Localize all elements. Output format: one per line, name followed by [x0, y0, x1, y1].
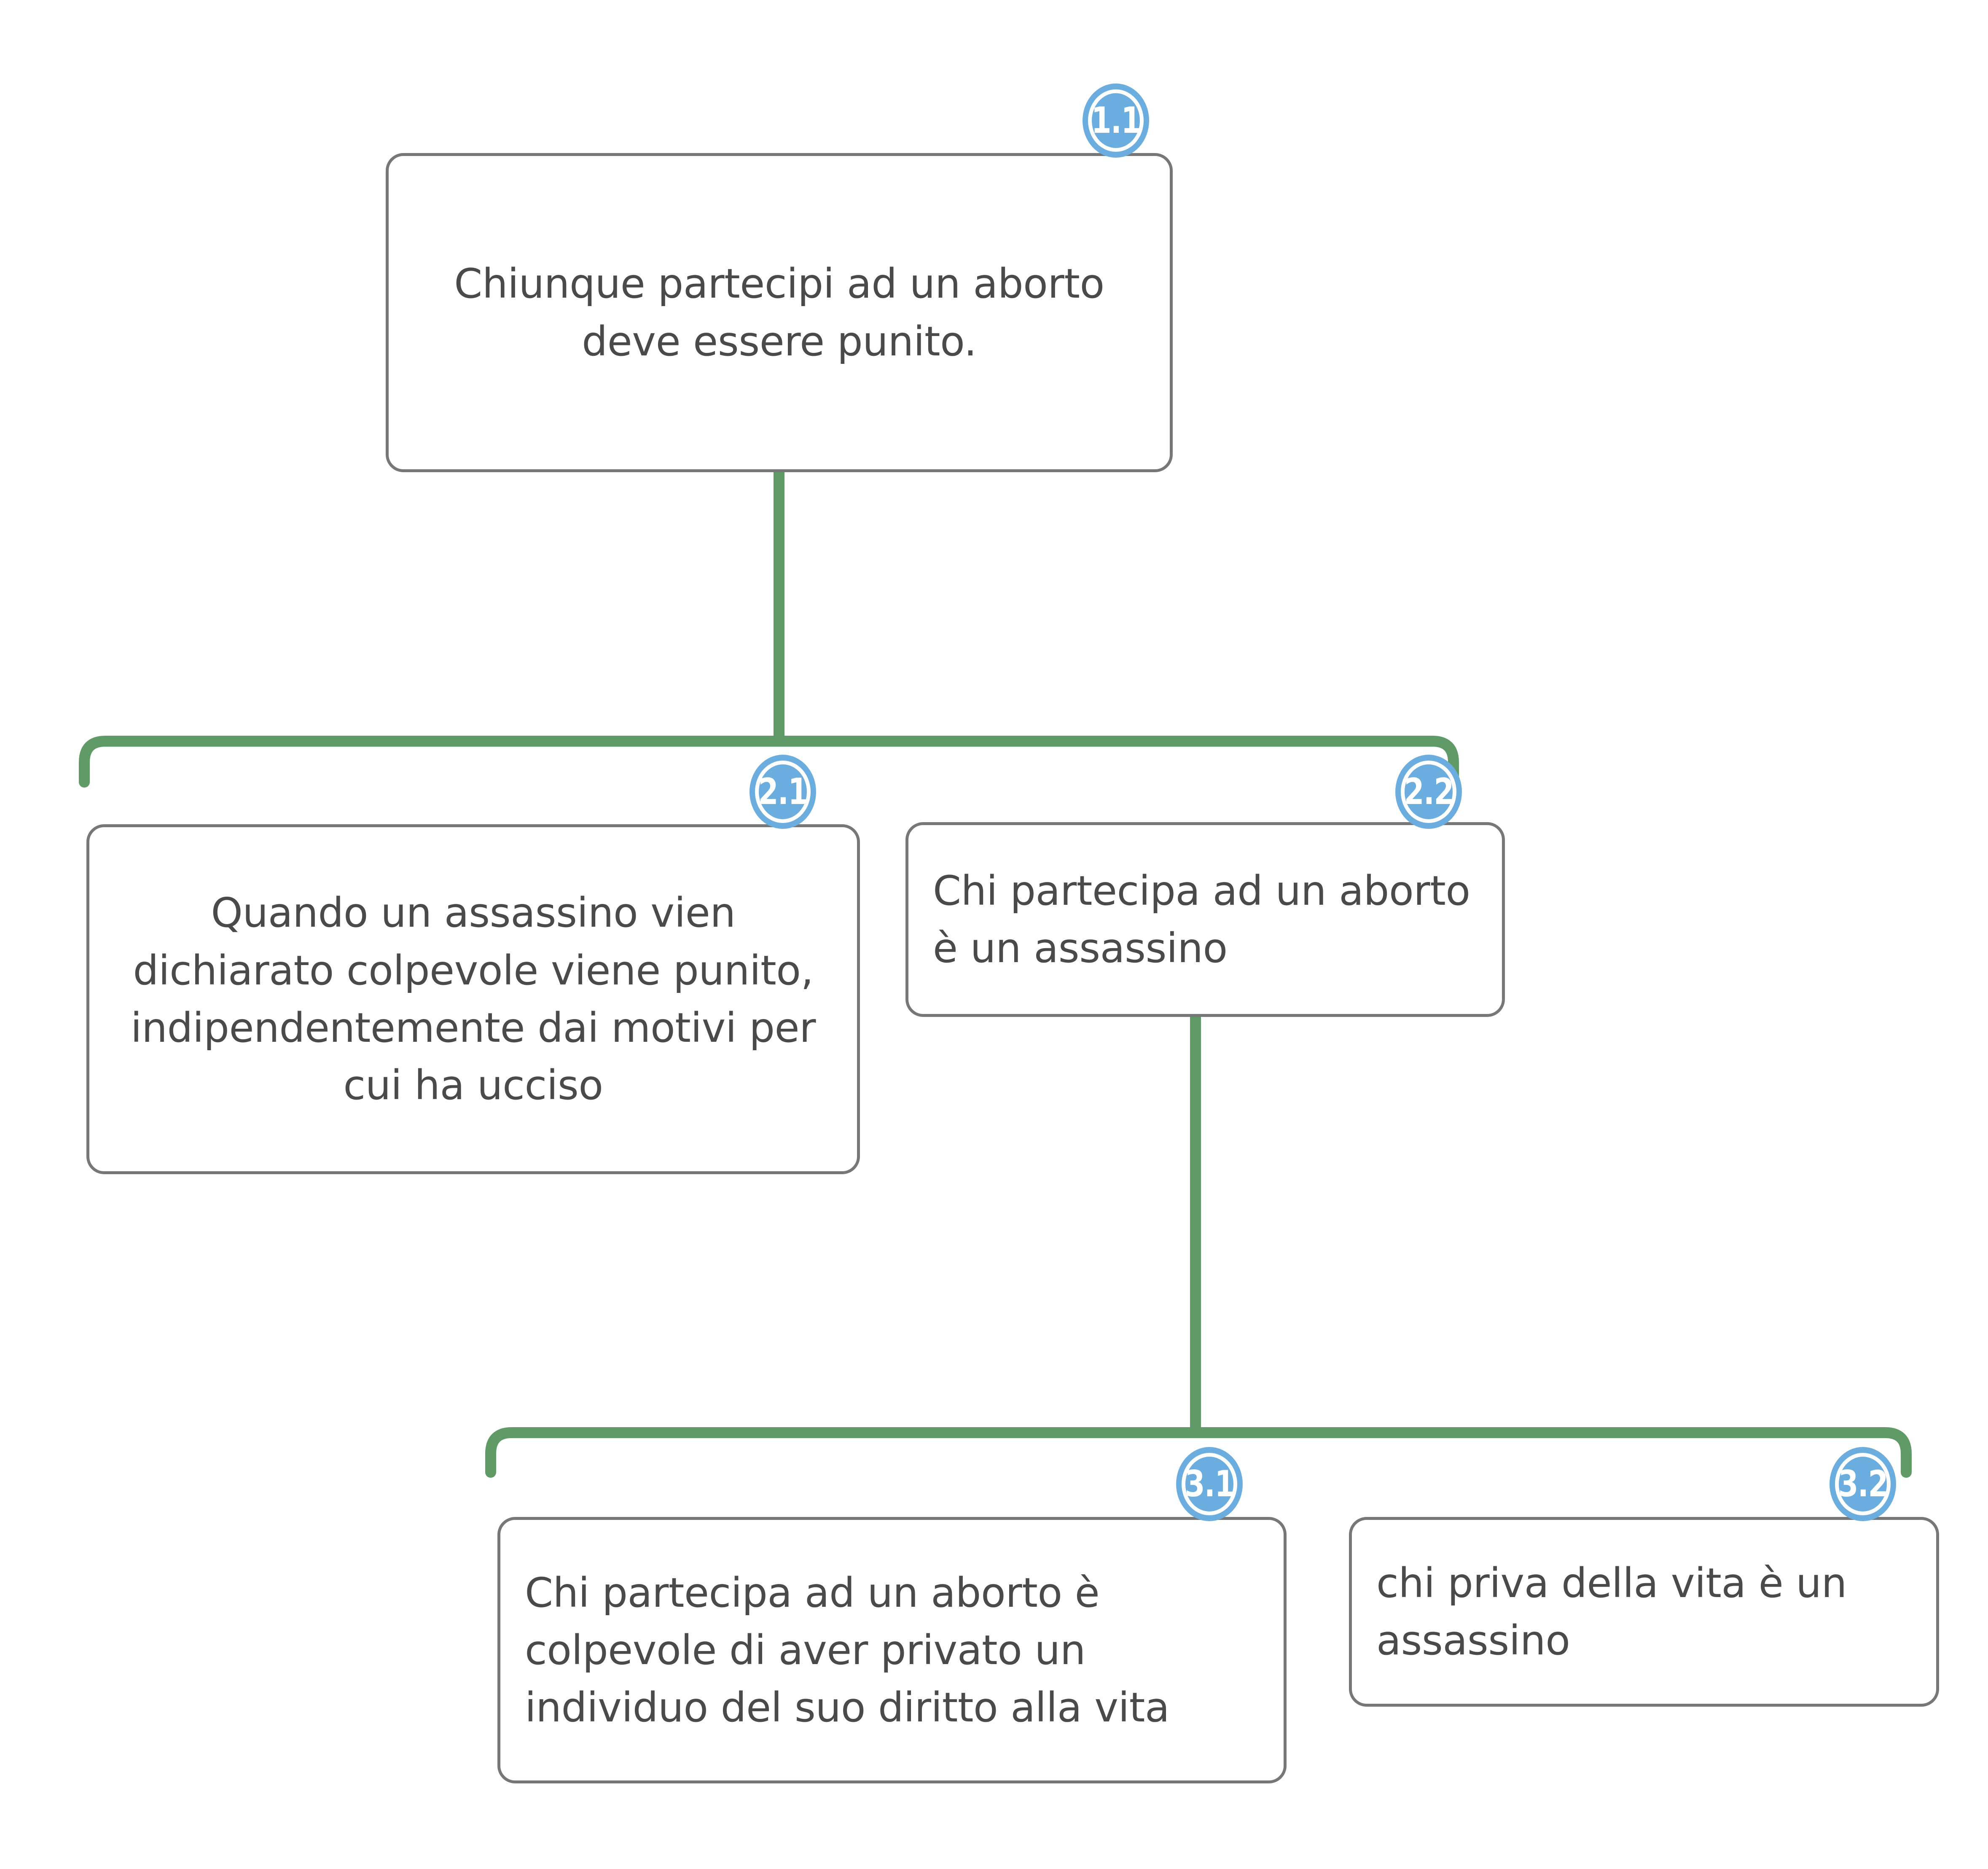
node-1-1[interactable]: Chiunque partecipi ad un aborto deve ess…: [386, 153, 1173, 472]
node-2-1[interactable]: Quando un assassino vien dichiarato colp…: [86, 824, 860, 1174]
badge-3-2-label: 3.2: [1838, 1463, 1888, 1505]
node-3-1-text: Chi partecipa ad un aborto è colpevole d…: [525, 1569, 1170, 1732]
node-2-1-text: Quando un assassino vien dichiarato colp…: [130, 889, 816, 1109]
node-3-1[interactable]: Chi partecipa ad un aborto è colpevole d…: [497, 1517, 1287, 1783]
badge-2-2-label: 2.2: [1404, 771, 1454, 813]
badge-2-1-label: 2.1: [758, 771, 808, 813]
badge-3-1-label: 3.1: [1185, 1463, 1235, 1505]
badge-1-1[interactable]: 1.1: [1083, 83, 1149, 158]
node-2-2[interactable]: Chi partecipa ad un aborto è un assassin…: [905, 822, 1505, 1017]
badge-2-2[interactable]: 2.2: [1395, 755, 1462, 829]
badge-3-1[interactable]: 3.1: [1176, 1447, 1243, 1521]
badge-3-2[interactable]: 3.2: [1829, 1447, 1896, 1521]
node-3-2[interactable]: chi priva della vita è un assassino: [1349, 1517, 1939, 1707]
node-1-1-text: Chiunque partecipi ad un aborto deve ess…: [454, 260, 1104, 365]
badge-1-1-label: 1.1: [1091, 100, 1141, 142]
node-3-2-text: chi priva della vita è un assassino: [1376, 1559, 1847, 1664]
node-2-2-text: Chi partecipa ad un aborto è un assassin…: [933, 867, 1470, 972]
badge-2-1[interactable]: 2.1: [750, 755, 816, 829]
